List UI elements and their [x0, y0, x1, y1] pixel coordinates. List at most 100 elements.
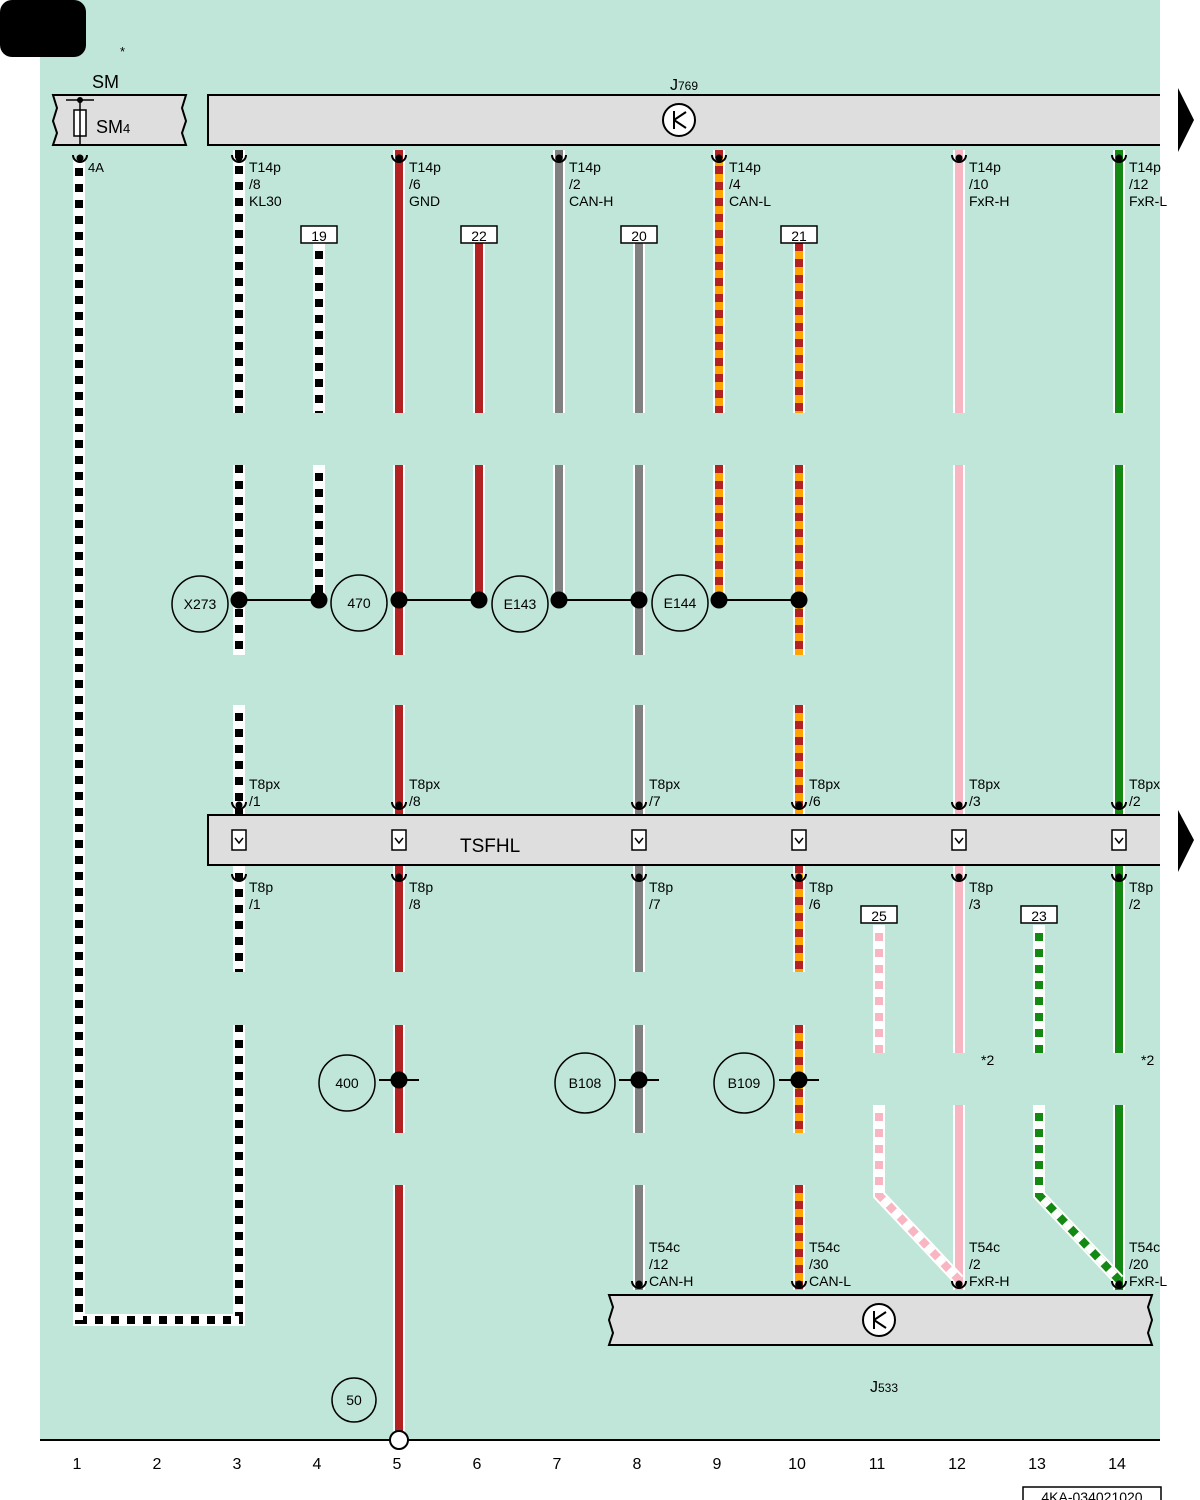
column-number: 10: [788, 1456, 806, 1473]
pin-label-line: KL30: [249, 193, 282, 209]
tsfhl-box: [207, 814, 1160, 866]
j769-pin-connector: [231, 154, 247, 163]
tsfhl-contact-icon: [391, 829, 407, 851]
sm-label: SM: [92, 72, 119, 92]
pin-label-line: T8p: [809, 879, 833, 895]
pin-label-line: CAN-H: [569, 193, 613, 209]
tsfhl-bottom-pin-label: T8p/1: [249, 879, 273, 912]
pin-dot: [1115, 154, 1123, 162]
footnote-label: *2: [981, 1052, 994, 1068]
junction-circle: [331, 1377, 377, 1423]
pin-dot: [955, 1280, 963, 1288]
pin-dot: [795, 873, 803, 881]
junction-dot: [310, 591, 328, 609]
j769-pin-connector: [711, 154, 727, 163]
pin-label-line: CAN-L: [809, 1273, 851, 1289]
junction-circle: [171, 575, 229, 633]
tsfhl-top-pin-label: T8px/3: [969, 776, 1000, 809]
column-number: 13: [1028, 1456, 1046, 1473]
pin-dot: [395, 154, 403, 162]
tsfhl-bottom-pin-connector: [231, 873, 247, 882]
fuse-rating: 4A: [88, 160, 104, 175]
j533-pin-connector: [951, 1280, 967, 1289]
tsfhl-top-pin-label: T8px/6: [809, 776, 840, 809]
pin-label-line: T54c: [809, 1239, 840, 1255]
sm4-pin-connector: [72, 154, 88, 163]
junction-dot: [470, 591, 488, 609]
pin-dot: [635, 801, 643, 809]
pin-label-line: T14p: [409, 159, 441, 175]
tsfhl-bottom-pin-label: T8p/2: [1129, 879, 1153, 912]
transistor-symbol: [673, 111, 687, 129]
column-number: 8: [633, 1456, 642, 1473]
column-number: 11: [869, 1456, 886, 1473]
tsfhl-top-pin-label: T8px/2: [1129, 776, 1160, 809]
doc-number: 4KA-034021020: [1041, 1489, 1142, 1500]
page-ref-box: [860, 905, 898, 924]
pin-label-line: /2: [1129, 793, 1141, 809]
tsfhl-contact-icon: [231, 829, 247, 851]
tsfhl-bottom-pin-label: T8p/3: [969, 879, 993, 912]
junction-circle: [330, 574, 388, 632]
pin-label-line: /6: [809, 896, 821, 912]
tsfhl-bottom-pin-label: T8p/6: [809, 879, 833, 912]
junction-label: 50: [346, 1392, 362, 1408]
pin-label-line: T14p: [1129, 159, 1161, 175]
pin-dot: [1115, 873, 1123, 881]
tsfhl-label: TSFHL: [460, 836, 520, 857]
junction-dot: [790, 591, 808, 609]
pin-label-line: /20: [1129, 1256, 1149, 1272]
junction-dot: [550, 591, 568, 609]
junction-label: E144: [664, 595, 697, 611]
page-ref-box: [300, 225, 338, 244]
corner-tab: [0, 0, 86, 57]
pin-label-line: T54c: [649, 1239, 680, 1255]
column-number: 7: [553, 1456, 562, 1473]
pin-label-line: T8px: [649, 776, 680, 792]
column-number: 14: [1108, 1456, 1126, 1473]
j533-pin-connector: [791, 1280, 807, 1289]
contact-chevron: [634, 837, 644, 845]
pin-label-line: /30: [809, 1256, 829, 1272]
pin-label-line: FxR-L: [1129, 193, 1167, 209]
page-ref-label: 21: [791, 228, 807, 244]
wire-ref25-bottom: [873, 1105, 964, 1285]
pin-label-line: T8px: [249, 776, 280, 792]
pin-label-line: T8p: [409, 879, 433, 895]
junction-circle: [318, 1054, 376, 1112]
transistor-symbol: [873, 1311, 887, 1329]
column-number: 1: [73, 1456, 82, 1473]
pin-label-line: /4: [729, 176, 741, 192]
pin-label-line: /6: [809, 793, 821, 809]
splice-dot: [790, 1071, 808, 1089]
page-ref-box: [460, 225, 498, 244]
page-ref-label: 20: [631, 228, 647, 244]
pin-dot: [1115, 1280, 1123, 1288]
top-note: *: [120, 44, 125, 59]
contact-chevron: [234, 837, 244, 845]
pin-label-line: /8: [409, 793, 421, 809]
pin-dot: [235, 801, 243, 809]
pin-label-line: T14p: [249, 159, 281, 175]
tsfhl-bottom-pin-label: T8p/7: [649, 879, 673, 912]
wires: [73, 150, 1125, 1440]
pin-label-line: /1: [249, 896, 261, 912]
pin-label-line: T54c: [1129, 1239, 1160, 1255]
column-number: 12: [948, 1456, 966, 1473]
tsfhl-bottom-pin-connector: [631, 873, 647, 882]
tsfhl-bottom-pin-connector: [951, 873, 967, 882]
tsfhl-top-pin-label: T8px/8: [409, 776, 440, 809]
footnote-label: *2: [1141, 1052, 1154, 1068]
contact-chevron: [1114, 837, 1124, 845]
pin-label-line: /7: [649, 793, 661, 809]
fuse-dot: [77, 97, 83, 103]
tsfhl-contact-icon: [631, 829, 647, 851]
pin-label-line: /8: [409, 896, 421, 912]
